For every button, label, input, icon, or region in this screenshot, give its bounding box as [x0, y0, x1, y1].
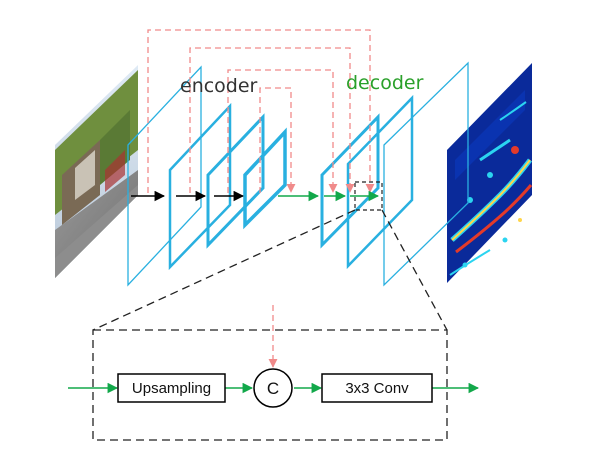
upsampling-box [117, 373, 226, 403]
decoder-layer-1 [320, 113, 380, 249]
encoder-label: encoder [180, 75, 258, 97]
conv-label: 3x3 Conv [345, 380, 409, 397]
input-road-image [55, 65, 138, 278]
encoder-layers [127, 65, 287, 287]
decoder-layers [320, 61, 469, 287]
concat-circle [253, 368, 293, 408]
encoder-layer-4 [243, 127, 287, 230]
decoder-layer-2 [346, 94, 414, 270]
detail-panel: Upsampling C 3x3 Conv [68, 305, 480, 441]
conv-box [321, 373, 433, 403]
decoder-label: decoder [346, 72, 424, 94]
skip-connection-2 [189, 47, 355, 193]
encoder-layer-3 [206, 113, 265, 249]
skip-connection-3 [227, 69, 338, 193]
upsampling-label: Upsampling [132, 380, 211, 397]
detail-panel-border [92, 329, 448, 441]
output-heatmap-image [447, 63, 533, 283]
encoder-layer-2 [168, 102, 232, 271]
skip-connection-1 [147, 29, 375, 193]
skip-connections [147, 29, 375, 193]
zoom-guide-lines [92, 209, 448, 331]
skip-connection-4 [259, 87, 296, 193]
concat-label: C [267, 379, 279, 398]
encoder-layer-1 [127, 65, 202, 287]
decoder-layer-3 [383, 61, 469, 287]
